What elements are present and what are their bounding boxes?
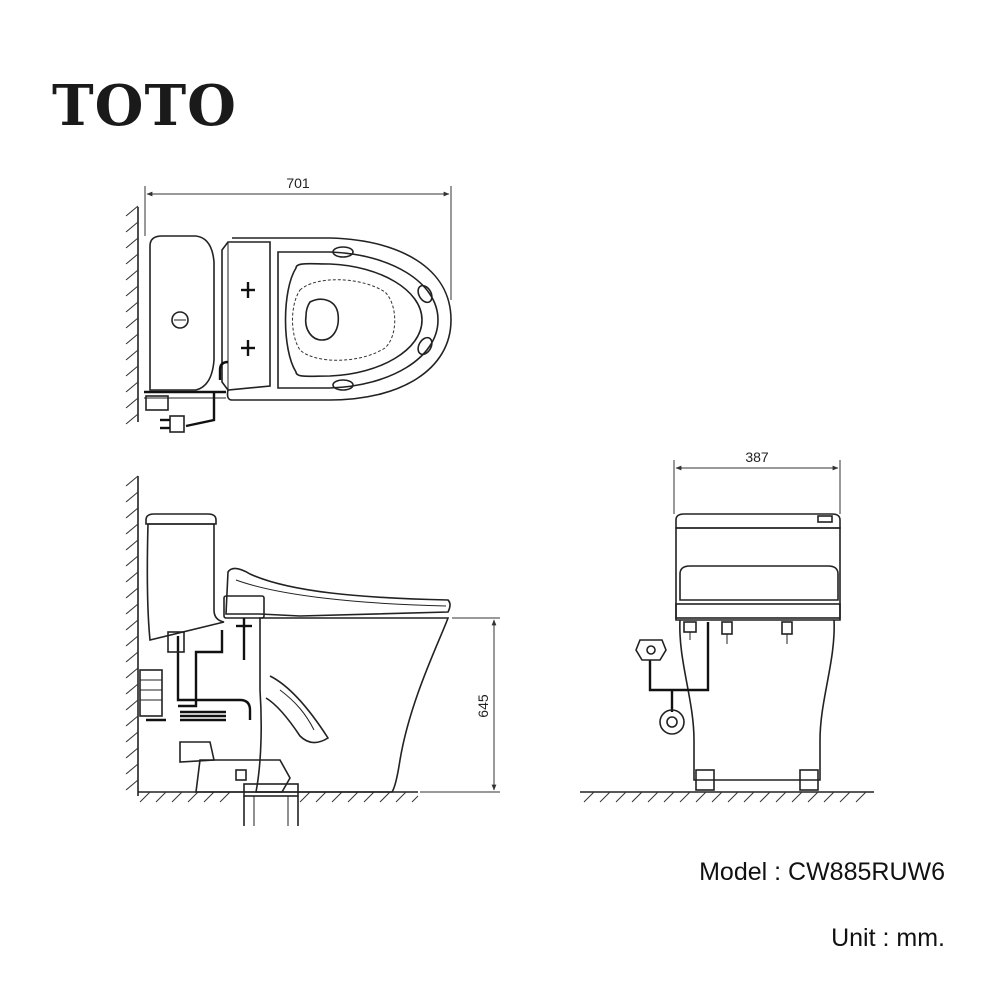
floor-flange: [179, 741, 215, 763]
top-length-dimension: 701: [144, 175, 452, 300]
power-cord: [185, 392, 216, 428]
floor-drain-connector: [243, 783, 299, 797]
tank-body-front: [675, 527, 841, 621]
toto-logo: TOTO: [52, 73, 237, 139]
seat-base-front: [675, 603, 841, 619]
top-view-wall-hatch: [125, 205, 139, 425]
bumper-icon: [417, 336, 433, 356]
tank-body-side: [146, 523, 225, 641]
hinge-bolt-icon: [241, 282, 255, 356]
bowl-trap: [304, 298, 340, 341]
foot-right: [799, 769, 819, 791]
power-plug-icon: [169, 415, 185, 433]
stop-valve: [139, 669, 163, 717]
seat-ring: [277, 251, 439, 389]
bumper-icon: [332, 379, 354, 391]
tank-emblem: [817, 515, 833, 523]
supply-hose: [178, 630, 224, 708]
side-height-dimension: 645: [420, 617, 500, 793]
bowl-pedestal-front: [679, 619, 835, 781]
bowl-opening: [284, 262, 423, 378]
bumper-icon: [332, 246, 354, 258]
stop-valve: [145, 395, 169, 411]
power-cord: [218, 360, 229, 380]
model-number: Model : CW885RUW6: [699, 858, 945, 886]
front-width-dimension: 387: [673, 449, 841, 514]
top-length-label: 701: [286, 175, 310, 191]
tank-lid-side: [145, 513, 217, 525]
power-plug-icon: [167, 631, 185, 653]
side-view-floor-hatch: [139, 791, 419, 803]
seat-front: [679, 565, 839, 601]
trapway: [265, 675, 330, 744]
bowl-body-side: [255, 617, 450, 793]
side-view: 645: [125, 475, 500, 826]
bowl-rim-inner: [292, 279, 396, 361]
foot-left: [695, 769, 715, 791]
supply-hose: [648, 622, 710, 692]
front-view: 387: [580, 449, 874, 803]
tank-lid-front: [675, 513, 841, 529]
side-view-wall-hatch: [125, 475, 139, 791]
stop-valve-icon: [635, 639, 667, 661]
seat-hinge-unit: [221, 241, 271, 391]
flex-hose: [180, 710, 226, 722]
side-height-label: 645: [475, 694, 491, 718]
tank-top: [149, 235, 215, 391]
waste-outlet: [195, 759, 291, 793]
power-cord: [176, 636, 252, 720]
bumper-icon: [417, 284, 433, 304]
front-view-floor-hatch: [583, 791, 867, 803]
seat-lid-top: [226, 237, 452, 401]
hinge-bolt-icon: [683, 621, 793, 644]
flush-button-icon: [171, 311, 189, 329]
top-view: 701: [125, 175, 452, 433]
wall-outlet-icon: [659, 709, 685, 735]
washlet-seat-side: [225, 567, 451, 617]
unit-label: Unit : mm.: [831, 924, 945, 952]
front-width-label: 387: [745, 449, 769, 465]
